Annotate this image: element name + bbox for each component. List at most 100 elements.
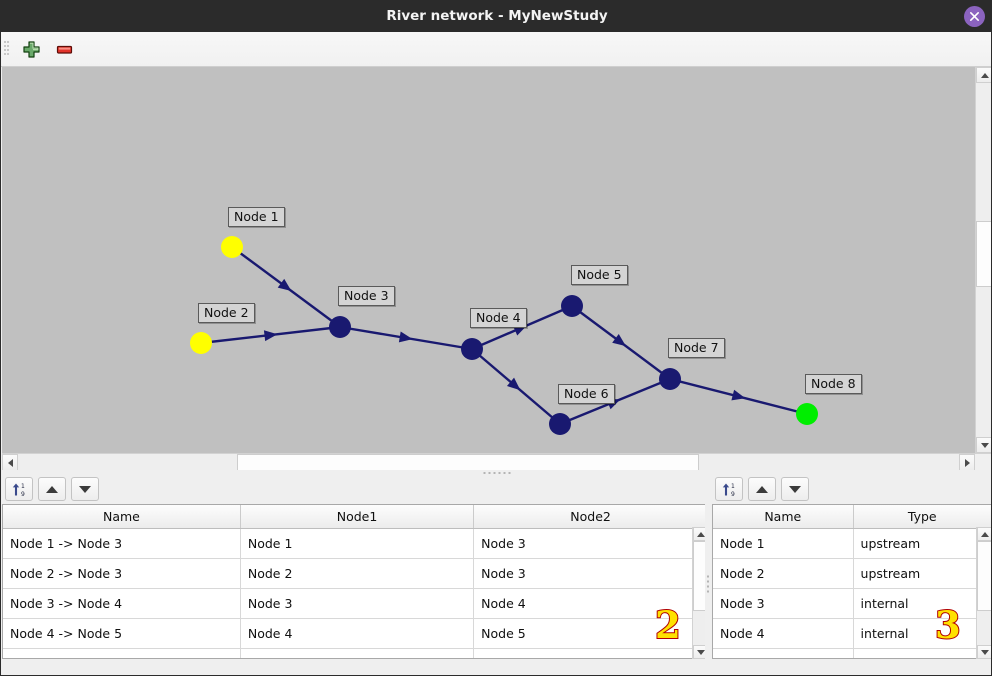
links-sort-button[interactable]: 1 9 — [5, 477, 33, 501]
links-move-down-button[interactable] — [71, 477, 99, 501]
delete-node-button[interactable] — [51, 37, 77, 61]
canvas-hscroll-thumb[interactable] — [237, 454, 699, 471]
column-header-type[interactable]: Type — [853, 505, 991, 529]
node-label[interactable]: Node 2 — [198, 303, 255, 323]
graph-node[interactable] — [561, 295, 583, 317]
table-row[interactable] — [3, 648, 707, 658]
scroll-left-button[interactable] — [2, 454, 18, 471]
nodes-scroll-down-button[interactable] — [977, 645, 991, 659]
table-cell[interactable]: Node 5 — [473, 618, 707, 649]
canvas-vscroll-thumb[interactable] — [976, 221, 991, 287]
column-header-name[interactable]: Name — [713, 505, 854, 529]
canvas-vertical-scrollbar[interactable] — [975, 67, 991, 453]
table-cell[interactable]: upstream — [853, 528, 991, 559]
triangle-right-icon — [964, 458, 970, 467]
table-cell[interactable] — [3, 648, 241, 658]
table-cell[interactable]: internal — [853, 588, 991, 619]
scroll-down-button[interactable] — [976, 437, 991, 453]
node-label[interactable]: Node 6 — [558, 384, 615, 404]
sort-ascending-icon: 1 9 — [12, 483, 25, 498]
nodes-vscroll-thumb[interactable] — [977, 541, 991, 611]
splitter-grip-dots-v — [707, 575, 709, 592]
triangle-down-icon — [79, 485, 91, 493]
nodes-sort-button[interactable]: 1 9 — [715, 477, 743, 501]
table-cell[interactable] — [853, 648, 991, 658]
horizontal-splitter[interactable] — [2, 470, 991, 477]
triangle-down-icon — [980, 442, 989, 448]
graph-node[interactable] — [461, 338, 483, 360]
river-network-graph[interactable] — [2, 67, 992, 453]
graph-node[interactable] — [549, 413, 571, 435]
node-label[interactable]: Node 5 — [571, 265, 628, 285]
nodes-scroll-up-button[interactable] — [977, 527, 991, 541]
table-cell[interactable]: upstream — [853, 558, 991, 589]
links-move-up-button[interactable] — [38, 477, 66, 501]
close-icon[interactable] — [964, 6, 985, 27]
table-cell[interactable]: Node 3 — [473, 558, 707, 589]
table-cell[interactable]: Node 4 — [473, 588, 707, 619]
table-cell[interactable]: Node 3 — [713, 588, 854, 619]
node-label[interactable]: Node 7 — [668, 338, 725, 358]
scroll-up-button[interactable] — [976, 67, 991, 83]
nodes-table-vertical-scrollbar[interactable] — [976, 527, 991, 659]
links-panel-toolbar: 1 9 — [2, 474, 708, 504]
graph-node[interactable] — [796, 403, 818, 425]
scroll-right-button[interactable] — [959, 454, 975, 471]
node-label[interactable]: Node 1 — [228, 207, 285, 227]
table-cell[interactable]: Node 2 — [240, 558, 475, 589]
table-cell[interactable]: Node 2 — [713, 558, 854, 589]
table-cell[interactable] — [713, 648, 854, 658]
network-canvas[interactable]: Node 1 Node 2 Node 3 Node 4 Node 5 Node 6 Node… — [2, 67, 992, 453]
column-header-name[interactable]: Name — [3, 505, 241, 529]
table-cell[interactable]: Node 1 — [240, 528, 475, 559]
graph-node[interactable] — [190, 332, 212, 354]
green-plus-icon — [22, 40, 40, 58]
nodes-move-down-button[interactable] — [781, 477, 809, 501]
add-node-button[interactable] — [18, 37, 44, 61]
table-cell[interactable]: Node 4 -> Node 5 — [3, 618, 241, 649]
table-row[interactable] — [713, 648, 991, 658]
table-cell[interactable]: Node 4 — [713, 618, 854, 649]
edge-arrow-icon — [263, 330, 278, 342]
table-cell[interactable]: Node 3 -> Node 4 — [3, 588, 241, 619]
nodes-move-up-button[interactable] — [748, 477, 776, 501]
table-cell[interactable]: internal — [853, 618, 991, 649]
table-cell[interactable]: Node 1 — [713, 528, 854, 559]
toolbar-grip[interactable] — [4, 39, 9, 61]
table-cell[interactable] — [240, 648, 475, 658]
graph-node[interactable] — [329, 316, 351, 338]
triangle-down-icon — [981, 649, 989, 655]
node-label[interactable]: Node 4 — [470, 308, 527, 328]
canvas-horizontal-scrollbar[interactable] — [2, 453, 991, 471]
table-cell[interactable]: Node 3 — [473, 528, 707, 559]
table-cell[interactable]: Node 2 -> Node 3 — [3, 558, 241, 589]
edge-arrow-icon — [398, 331, 413, 343]
column-header-node2[interactable]: Node2 — [473, 505, 707, 529]
table-cell[interactable] — [473, 648, 707, 658]
vertical-splitter[interactable] — [705, 501, 712, 666]
table-cell[interactable]: Node 3 — [240, 588, 475, 619]
triangle-down-icon — [697, 649, 705, 655]
triangle-up-icon — [46, 485, 58, 493]
column-header-node1[interactable]: Node1 — [240, 505, 475, 529]
edge-arrow-icon — [277, 278, 292, 291]
graph-node[interactable] — [659, 368, 681, 390]
node-label[interactable]: Node 3 — [338, 286, 395, 306]
node-label[interactable]: Node 8 — [805, 374, 862, 394]
table-cell[interactable]: Node 1 -> Node 3 — [3, 528, 241, 559]
graph-node[interactable] — [221, 236, 243, 258]
table-cell[interactable]: Node 4 — [240, 618, 475, 649]
